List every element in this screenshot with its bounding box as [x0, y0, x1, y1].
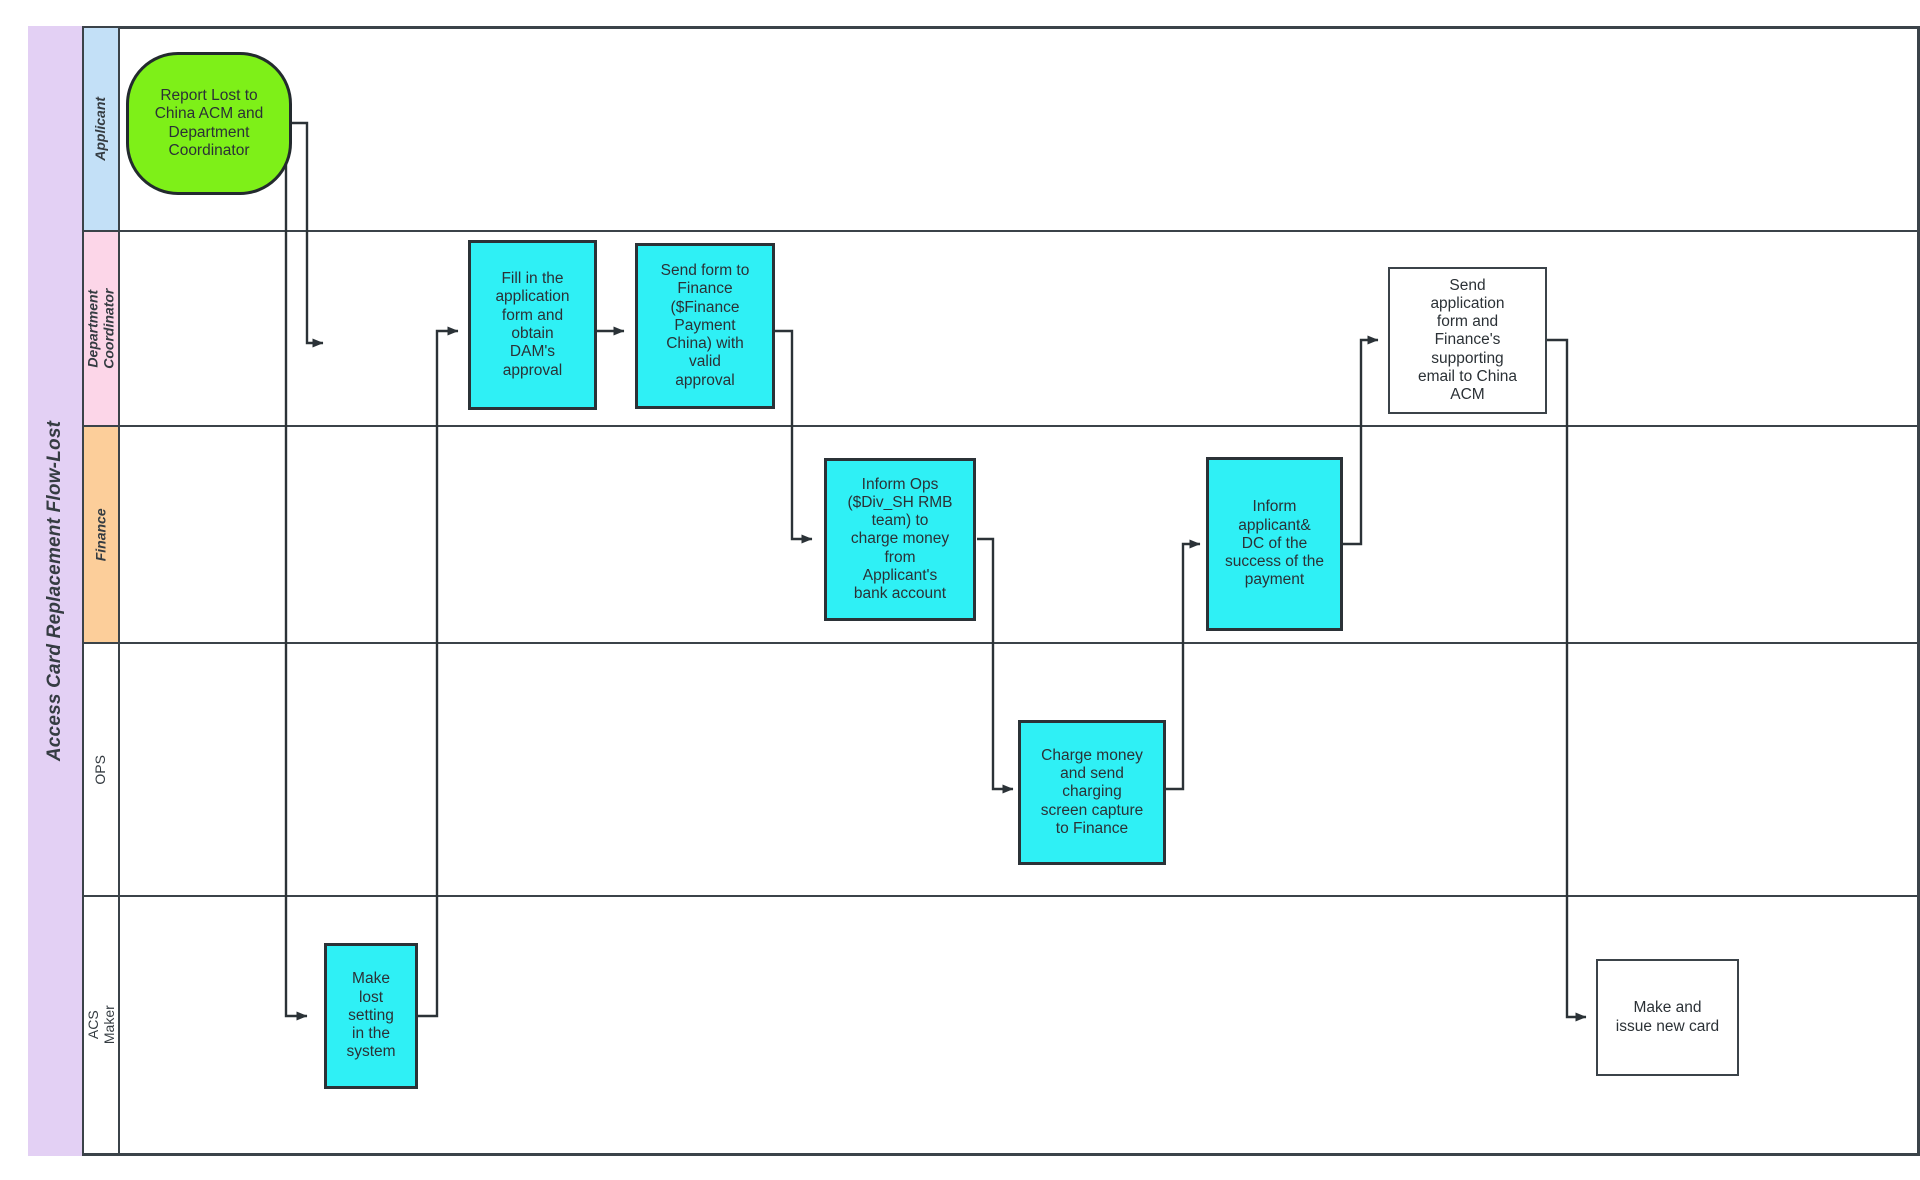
lane-label-acs-maker: ACS Maker [84, 1005, 117, 1045]
lane-label-ops: OPS [92, 754, 109, 785]
lane-body-dept-coord [120, 232, 1917, 425]
lane-header-ops: OPS [84, 644, 120, 895]
lane-dept-coord: Department Coordinator [84, 232, 1917, 427]
lane-header-acs-maker: ACS Maker [84, 897, 120, 1153]
lane-label-dept-coord: Department Coordinator [84, 288, 117, 369]
lane-label-applicant: Applicant [92, 97, 109, 161]
lane-label-finance: Finance [92, 508, 109, 561]
node-send-app-form-acm[interactable]: Send application form and Finance's supp… [1388, 267, 1547, 414]
lane-header-applicant: Applicant [84, 28, 120, 230]
lane-finance: Finance [84, 427, 1917, 644]
node-fill-form[interactable]: Fill in the application form and obtain … [468, 240, 597, 410]
lane-applicant: Applicant [84, 28, 1917, 232]
node-charge-money[interactable]: Charge money and send charging screen ca… [1018, 720, 1166, 865]
lane-header-dept-coord: Department Coordinator [84, 232, 120, 425]
node-make-issue-card[interactable]: Make and issue new card [1596, 959, 1739, 1076]
lane-ops: OPS [84, 644, 1917, 897]
lane-acs-maker: ACS Maker [84, 897, 1917, 1153]
node-inform-applicant-dc[interactable]: Inform applicant& DC of the success of t… [1206, 457, 1343, 631]
node-report-lost[interactable]: Report Lost to China ACM and Department … [126, 52, 292, 195]
lane-body-applicant [120, 28, 1917, 230]
lane-body-finance [120, 427, 1917, 642]
lane-header-finance: Finance [84, 427, 120, 642]
node-send-form-finance[interactable]: Send form to Finance ($Finance Payment C… [635, 243, 775, 409]
node-inform-ops[interactable]: Inform Ops ($Div_SH RMB team) to charge … [824, 458, 976, 621]
node-make-lost-setting[interactable]: Make lost setting in the system [324, 943, 418, 1089]
pool-title: Access Card Replacement Flow-Lost [28, 26, 84, 1156]
pool-title-label: Access Card Replacement Flow-Lost [44, 420, 66, 762]
